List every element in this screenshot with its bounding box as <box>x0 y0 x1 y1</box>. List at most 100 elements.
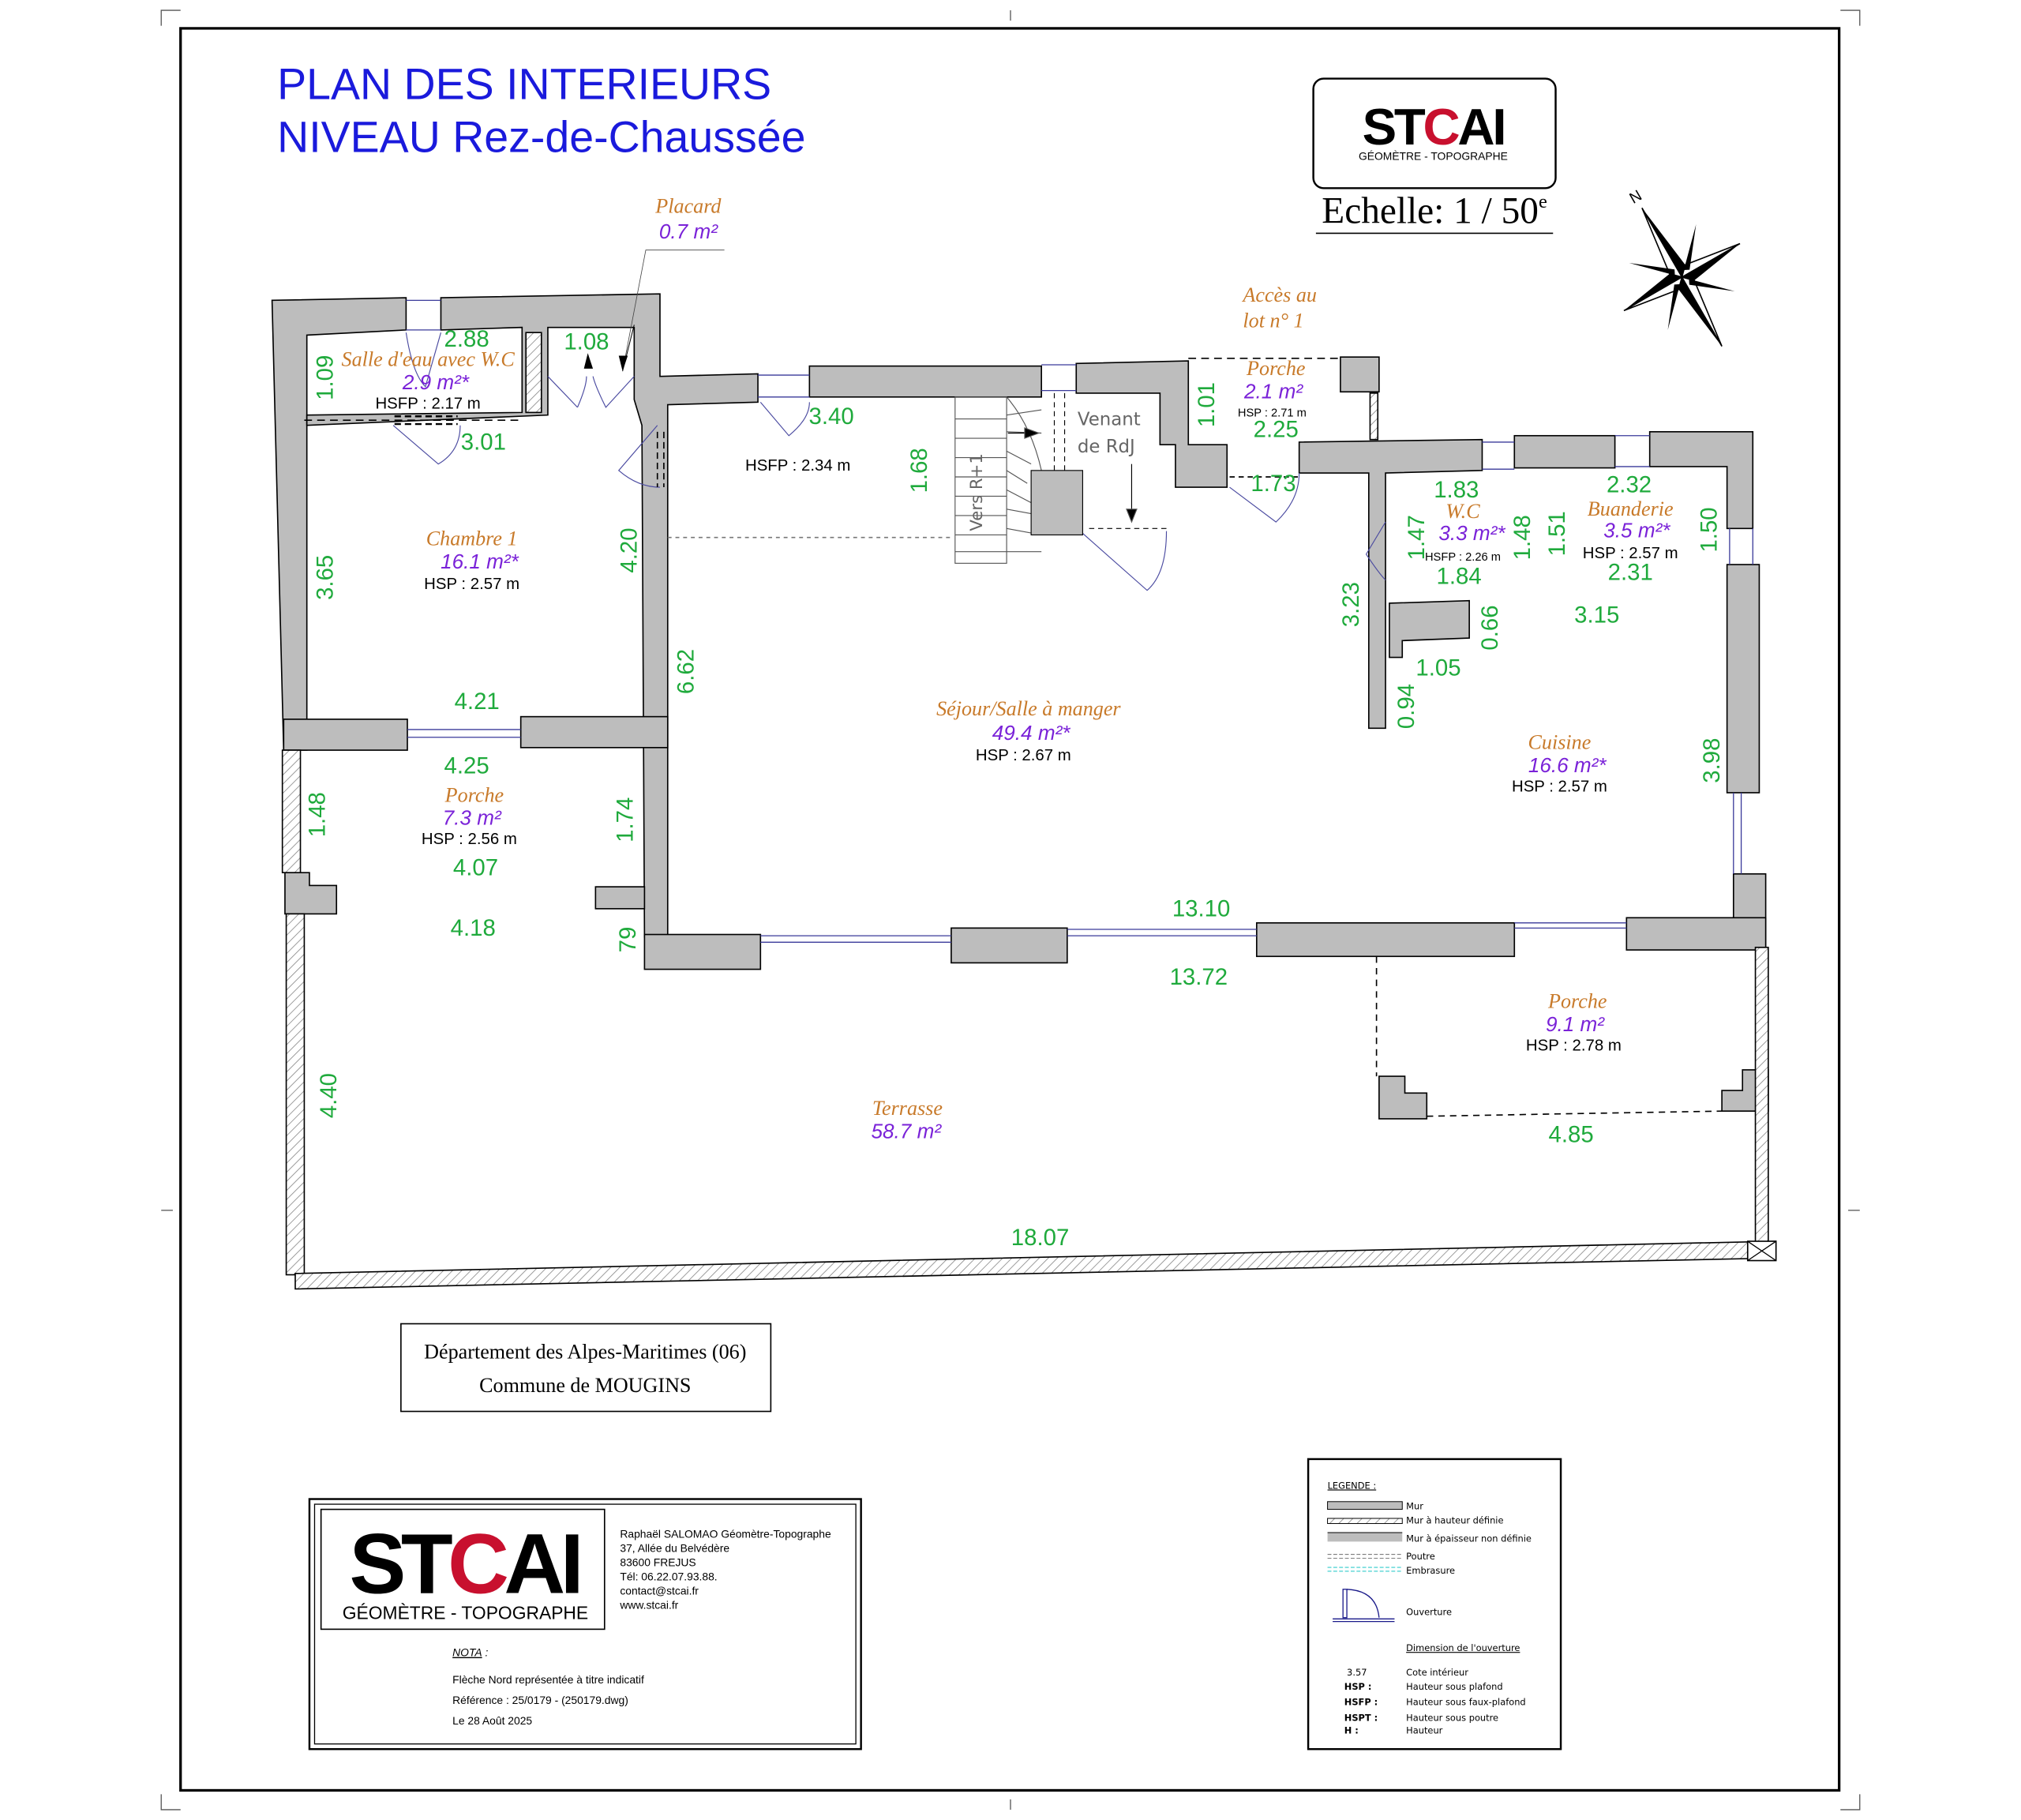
nota-title: NOTA : <box>452 1646 488 1659</box>
nota-line: Le 28 Août 2025 <box>452 1714 532 1727</box>
nota-line: Flèche Nord représentée à titre indicati… <box>452 1673 644 1686</box>
room-height: HSFP : 2.17 m <box>375 395 480 412</box>
svg-text:GÉOMÈTRE - TOPOGRAPHE: GÉOMÈTRE - TOPOGRAPHE <box>1359 149 1508 162</box>
dimension: 3.23 <box>1338 582 1364 627</box>
dimension: 4.40 <box>316 1073 342 1118</box>
dimension: 6.62 <box>673 649 699 694</box>
svg-text:STCAI: STCAI <box>350 1516 579 1612</box>
svg-text:GÉOMÈTRE - TOPOGRAPHE: GÉOMÈTRE - TOPOGRAPHE <box>343 1602 588 1623</box>
room-name: Séjour/Salle à manger <box>936 697 1121 720</box>
room-name: Terrasse <box>872 1097 943 1120</box>
dimension: 1.68 <box>906 448 932 493</box>
dimension: 3.98 <box>1699 738 1725 783</box>
access-label-2: lot n° 1 <box>1243 310 1303 332</box>
svg-text:STCAI: STCAI <box>1363 98 1505 156</box>
stairs-from-label-1: Venant <box>1078 410 1141 430</box>
room-height: HSP : 2.56 m <box>422 831 517 848</box>
company-logo: STCAI GÉOMÈTRE - TOPOGRAPHE <box>320 1508 606 1630</box>
room-name: Porche <box>1547 990 1607 1013</box>
company-line: Raphaël SALOMAO Géomètre-Topographe <box>620 1527 831 1540</box>
nota-line: Référence : 25/0179 - (250179.dwg) <box>452 1694 628 1706</box>
dimension: 4.25 <box>444 752 489 779</box>
room-labels: Placard 0.7 m² Salle d'eau avec W.C 2.9 … <box>342 194 1678 1143</box>
room-name: Porche <box>444 783 504 806</box>
room-area: 49.4 m²* <box>992 721 1071 745</box>
company-website: www.stcai.fr <box>619 1598 678 1611</box>
access-label-1: Accès au <box>1241 283 1317 306</box>
svg-text:Dimension de l'ouverture: Dimension de l'ouverture <box>1406 1642 1520 1653</box>
svg-text:Hauteur sous faux-plafond: Hauteur sous faux-plafond <box>1406 1697 1526 1708</box>
dimension: 1.50 <box>1697 507 1723 552</box>
svg-text:Hauteur sous poutre: Hauteur sous poutre <box>1406 1712 1498 1723</box>
dimension: 4.21 <box>455 689 500 715</box>
room-name: Chambre 1 <box>426 527 518 550</box>
room-height: HSFP : 2.26 m <box>1425 551 1501 564</box>
walls <box>271 293 1777 1290</box>
dimension: 3.65 <box>312 555 338 600</box>
room-name: Buanderie <box>1588 497 1674 520</box>
header-logo: STCAI GÉOMÈTRE - TOPOGRAPHE <box>1312 77 1557 190</box>
dimension-labels: 2.88 1.09 3.01 1.08 3.40 1.68 4.20 3.65 … <box>305 326 1725 1251</box>
dimension: 1.08 <box>564 328 609 355</box>
room-area: 7.3 m² <box>443 806 502 830</box>
svg-text:Hauteur: Hauteur <box>1406 1725 1443 1736</box>
dimension: 1.74 <box>613 797 639 842</box>
room-name: Salle d'eau avec W.C <box>342 348 516 371</box>
dimension: 3.40 <box>808 403 853 430</box>
legend: LEGENDE : Mur Mur à hauteur définie Mur … <box>1307 1458 1562 1751</box>
svg-text:Commune de MOUGINS: Commune de MOUGINS <box>479 1374 691 1397</box>
svg-text:Hauteur sous plafond: Hauteur sous plafond <box>1406 1681 1502 1692</box>
dimension: 1.09 <box>312 355 338 400</box>
room-area: 9.1 m² <box>1546 1012 1605 1036</box>
room-height: HSP : 2.71 m <box>1238 407 1307 419</box>
svg-text:Poutre: Poutre <box>1406 1551 1435 1562</box>
svg-text:Département des Alpes-Maritime: Département des Alpes-Maritimes (06) <box>424 1341 746 1364</box>
dimension: 1.48 <box>305 792 331 837</box>
dimension: 2.25 <box>1254 416 1299 442</box>
room-area: 2.9 m²* <box>402 370 470 394</box>
room-extra-height: HSFP : 2.34 m <box>745 457 850 475</box>
svg-text:N: N <box>1626 187 1644 208</box>
room-name: Placard <box>654 194 722 217</box>
door-opening-icon <box>1333 1589 1395 1623</box>
room-area: 0.7 m² <box>659 220 718 243</box>
scale-label: Echelle: 1 / 50e <box>1322 190 1547 231</box>
room-height: HSP : 2.67 m <box>976 747 1071 764</box>
north-arrow-icon: N <box>1623 187 1741 347</box>
dimension: 4.85 <box>1549 1121 1594 1147</box>
svg-text:HSP :: HSP : <box>1344 1681 1372 1692</box>
dimension: 0.66 <box>1477 605 1503 650</box>
dimension: 1.47 <box>1404 515 1430 560</box>
sheet-border <box>179 27 1841 1792</box>
dimension: 3.01 <box>461 430 506 456</box>
svg-text:HSFP :: HSFP : <box>1344 1697 1378 1708</box>
svg-text:Embrasure: Embrasure <box>1406 1565 1455 1576</box>
room-area: 3.3 m²* <box>1438 521 1505 545</box>
svg-text:H :: H : <box>1344 1725 1359 1736</box>
room-area: 3.5 m²* <box>1603 519 1670 542</box>
svg-text:HSPT :: HSPT : <box>1344 1712 1378 1723</box>
room-name: Porche <box>1246 357 1305 380</box>
svg-text:Mur à épaisseur non définie: Mur à épaisseur non définie <box>1406 1533 1532 1544</box>
plan-title: PLAN DES INTERIEURS <box>277 60 771 109</box>
company-email: contact@stcai.fr <box>620 1584 699 1597</box>
dimension: 13.10 <box>1172 896 1231 922</box>
company-line: 37, Allée du Belvédère <box>620 1541 729 1554</box>
dimension: 2.31 <box>1608 560 1653 586</box>
stairs-from-label-2: de RdJ <box>1078 437 1135 457</box>
svg-text:Cote intérieur: Cote intérieur <box>1406 1667 1468 1678</box>
dimension: 1.51 <box>1544 511 1570 556</box>
svg-text:3.57: 3.57 <box>1347 1667 1367 1678</box>
staircase <box>954 392 1171 564</box>
stairs-up-label: Vers R+1 <box>967 453 987 531</box>
room-name: Cuisine <box>1528 730 1592 753</box>
location-box: Département des Alpes-Maritimes (06) Com… <box>400 1323 772 1413</box>
dimension: 1.01 <box>1194 382 1220 427</box>
dimension: 0.94 <box>1393 684 1419 729</box>
dimension: 4.20 <box>617 527 643 572</box>
dimension: 13.72 <box>1170 964 1228 990</box>
svg-text:Mur à hauteur définie: Mur à hauteur définie <box>1406 1515 1503 1526</box>
dimension: 1.83 <box>1434 477 1479 503</box>
svg-text:LEGENDE :: LEGENDE : <box>1328 1480 1377 1491</box>
